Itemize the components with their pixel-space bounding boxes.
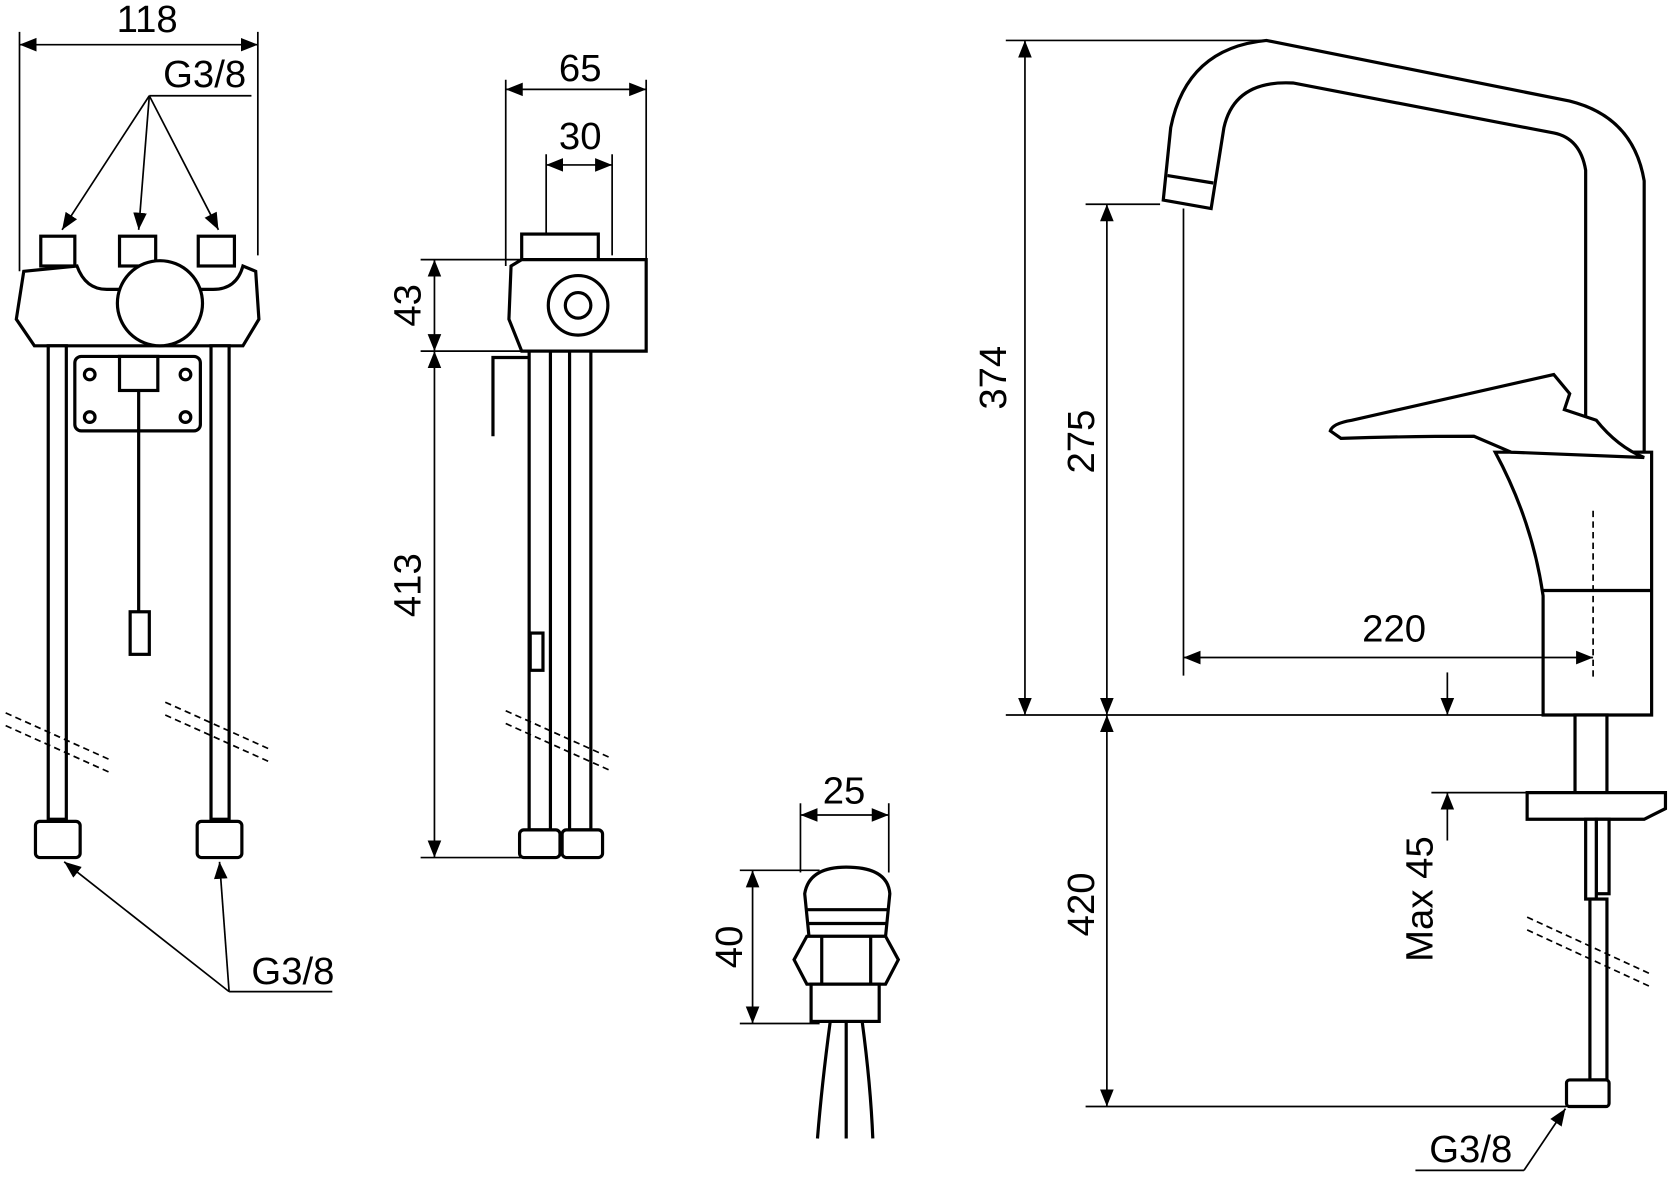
label-g38-faucet: G3/8 xyxy=(1429,1128,1512,1171)
label-g38-bottom: G3/8 xyxy=(251,950,334,993)
dim-420: 420 xyxy=(1060,872,1103,936)
dim-413: 413 xyxy=(387,553,430,617)
faucet-side-view: 374 275 420 220 Max 45 G3/8 xyxy=(972,38,1668,1172)
dim-220: 220 xyxy=(1362,608,1426,651)
dim-374: 374 xyxy=(972,346,1015,410)
dim-max-45: Max 45 xyxy=(1398,836,1441,962)
dim-275: 275 xyxy=(1060,410,1103,474)
side-view-valve: 65 30 43 413 xyxy=(387,47,648,860)
dim-40: 40 xyxy=(708,926,751,969)
front-view-valve: 118 G3/8 G3/8 xyxy=(5,0,334,993)
dim-25: 25 xyxy=(823,769,866,812)
aerator-detail: 25 40 xyxy=(708,769,901,1139)
label-g38-top: G3/8 xyxy=(163,53,246,96)
dim-43: 43 xyxy=(387,284,430,327)
dim-118: 118 xyxy=(117,0,178,41)
dim-30: 30 xyxy=(559,115,602,158)
dim-65: 65 xyxy=(559,47,602,90)
